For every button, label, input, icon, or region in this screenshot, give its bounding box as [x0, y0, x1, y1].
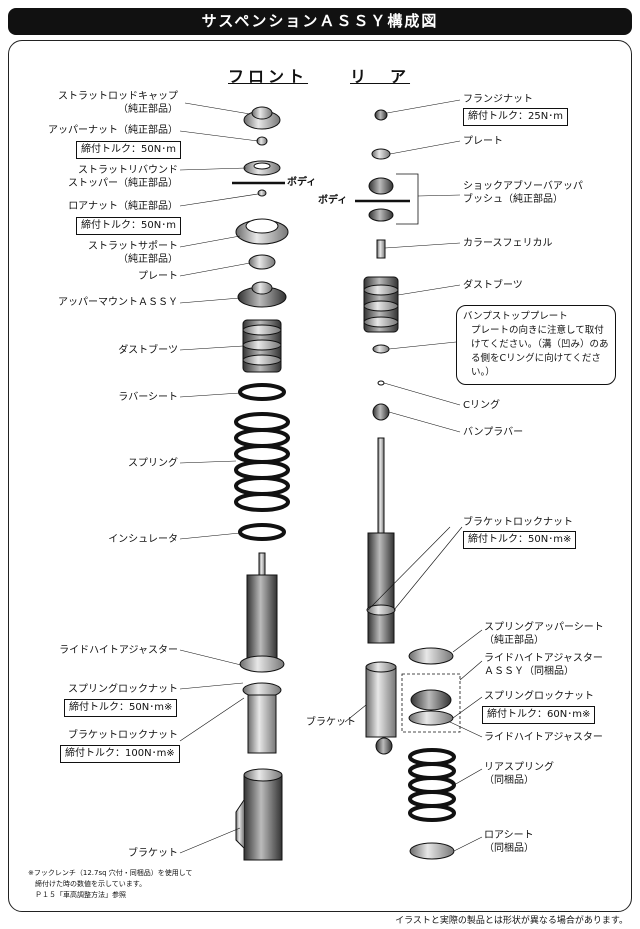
disclaimer: イラストと実際の製品とは形状が異なる場合があります。 — [395, 916, 628, 926]
rubber-seat-part — [238, 383, 286, 401]
spring-lock-torque: 締付トルク：50N･m※ — [64, 699, 178, 717]
label-rear-bracket: ブラケット — [306, 717, 356, 728]
label-lower-nut: ロアナット（純正部品） — [68, 201, 178, 212]
bracket-lock-torque: 締付トルク：100N･m※ — [60, 745, 180, 763]
label-insulator: インシュレータ — [108, 534, 178, 545]
upper-mount-part — [237, 281, 287, 308]
bump-plate-body: プレートの向きに注意して取付けてください。（溝（凹み）のある側をCリングに向けて… — [471, 325, 609, 378]
insulator-part — [238, 523, 286, 541]
label-shock-bush: ショックアブソーバアッパ ブッシュ（純正部品） — [463, 181, 583, 205]
c-ring-part — [377, 380, 385, 386]
label-upper-mount: アッパーマウントＡＳＳＹ — [58, 297, 178, 308]
collar-part — [376, 239, 386, 259]
label-spring: スプリング — [128, 458, 178, 469]
label-bump-rubber: バンプラバー — [463, 427, 524, 438]
rear-spring-lock-torque: 締付トルク：60N･m※ — [482, 706, 596, 724]
ride-height-assy-part — [408, 689, 454, 726]
rear-spring-part — [408, 748, 456, 822]
bump-plate-part — [372, 344, 390, 354]
dust-boot-part — [242, 319, 282, 373]
label-rear-ride-height-adjuster: ライドハイトアジャスター — [484, 732, 603, 743]
diagram-panel — [8, 40, 632, 912]
label-strut-support: ストラットサポート （純正部品） — [88, 241, 178, 265]
label-rebound-stopper: ストラットリバウンド ストッパー（純正部品） — [68, 165, 178, 189]
label-rubber-seat: ラバーシート — [118, 392, 178, 403]
label-spring-lock-nut: スプリングロックナット — [68, 684, 178, 695]
bump-rubber-part — [372, 403, 390, 421]
lower-seat-part — [409, 842, 455, 860]
label-ride-height-adjuster: ライドハイトアジャスター — [59, 645, 178, 656]
plate-part — [248, 254, 276, 270]
shock-bush-part — [368, 177, 394, 222]
label-rear-plate: プレート — [463, 136, 503, 147]
lower-nut-part — [257, 189, 267, 197]
upper-nut-torque: 締付トルク：50N･m — [76, 141, 181, 159]
front-bracket-part — [235, 768, 283, 861]
label-collar: カラースフェリカル — [463, 238, 553, 249]
label-rear-bracket-lock-nut: ブラケットロックナット — [463, 517, 573, 528]
spring-part — [234, 412, 290, 512]
flange-nut-part — [374, 109, 388, 121]
bump-stop-plate-note: バンプストッププレート プレートの向きに注意して取付けてください。（溝（凹み）の… — [456, 305, 616, 385]
label-lower-seat: ロアシート （同梱品） — [484, 830, 534, 854]
label-bracket-lock-nut: ブラケットロックナット — [68, 730, 178, 741]
label-rear-spring-lock-nut: スプリングロックナット — [484, 691, 594, 702]
footnote: ※フックレンチ（12.7sq 穴付・同梱品）を使用して 締付けた時の数値を示して… — [28, 869, 193, 899]
rear-header: リ ア — [350, 67, 411, 86]
rear-dust-boot-part — [363, 276, 399, 333]
label-c-ring: Cリング — [463, 400, 500, 411]
rear-bracket-part — [365, 661, 397, 755]
flange-nut-torque: 締付トルク：25N･m — [463, 108, 568, 126]
label-dust-boot: ダストブーツ — [118, 345, 178, 356]
label-plate: プレート — [138, 271, 178, 282]
rear-bracket-lock-torque: 締付トルク：50N･m※ — [463, 531, 577, 549]
rear-plate-part — [371, 148, 391, 160]
label-ride-height-assy: ライドハイトアジャスター ＡＳＳＹ（同梱品） — [484, 653, 603, 677]
strut-rod-cap-part — [243, 106, 281, 130]
lower-nut-torque: 締付トルク：50N･m — [76, 217, 181, 235]
label-rear-dust-boot: ダストブーツ — [463, 280, 523, 291]
label-flange-nut: フランジナット — [463, 94, 533, 105]
rear-shock-body-part — [366, 437, 396, 644]
label-bracket: ブラケット — [128, 848, 178, 859]
upper-nut-part — [256, 136, 268, 146]
label-rear-spring: リアスプリング （同梱品） — [484, 762, 554, 786]
front-shock-body-part — [239, 552, 285, 754]
label-upper-nut: アッパーナット（純正部品） — [48, 125, 178, 136]
page-title: サスペンションＡＳＳＹ構成図 — [8, 8, 632, 35]
label-front-body: ボディ — [287, 177, 317, 188]
label-rear-body: ボディ — [318, 195, 348, 206]
strut-support-part — [235, 218, 289, 245]
bump-plate-title: バンプストッププレート — [463, 311, 568, 322]
spring-upper-seat-part — [408, 647, 454, 665]
rebound-stopper-part — [243, 160, 281, 176]
front-header: フロント — [228, 67, 309, 86]
label-spring-upper-seat: スプリングアッパーシート （純正部品） — [484, 622, 604, 646]
label-strut-rod-cap: ストラットロッドキャップ （純正部品） — [58, 91, 178, 115]
